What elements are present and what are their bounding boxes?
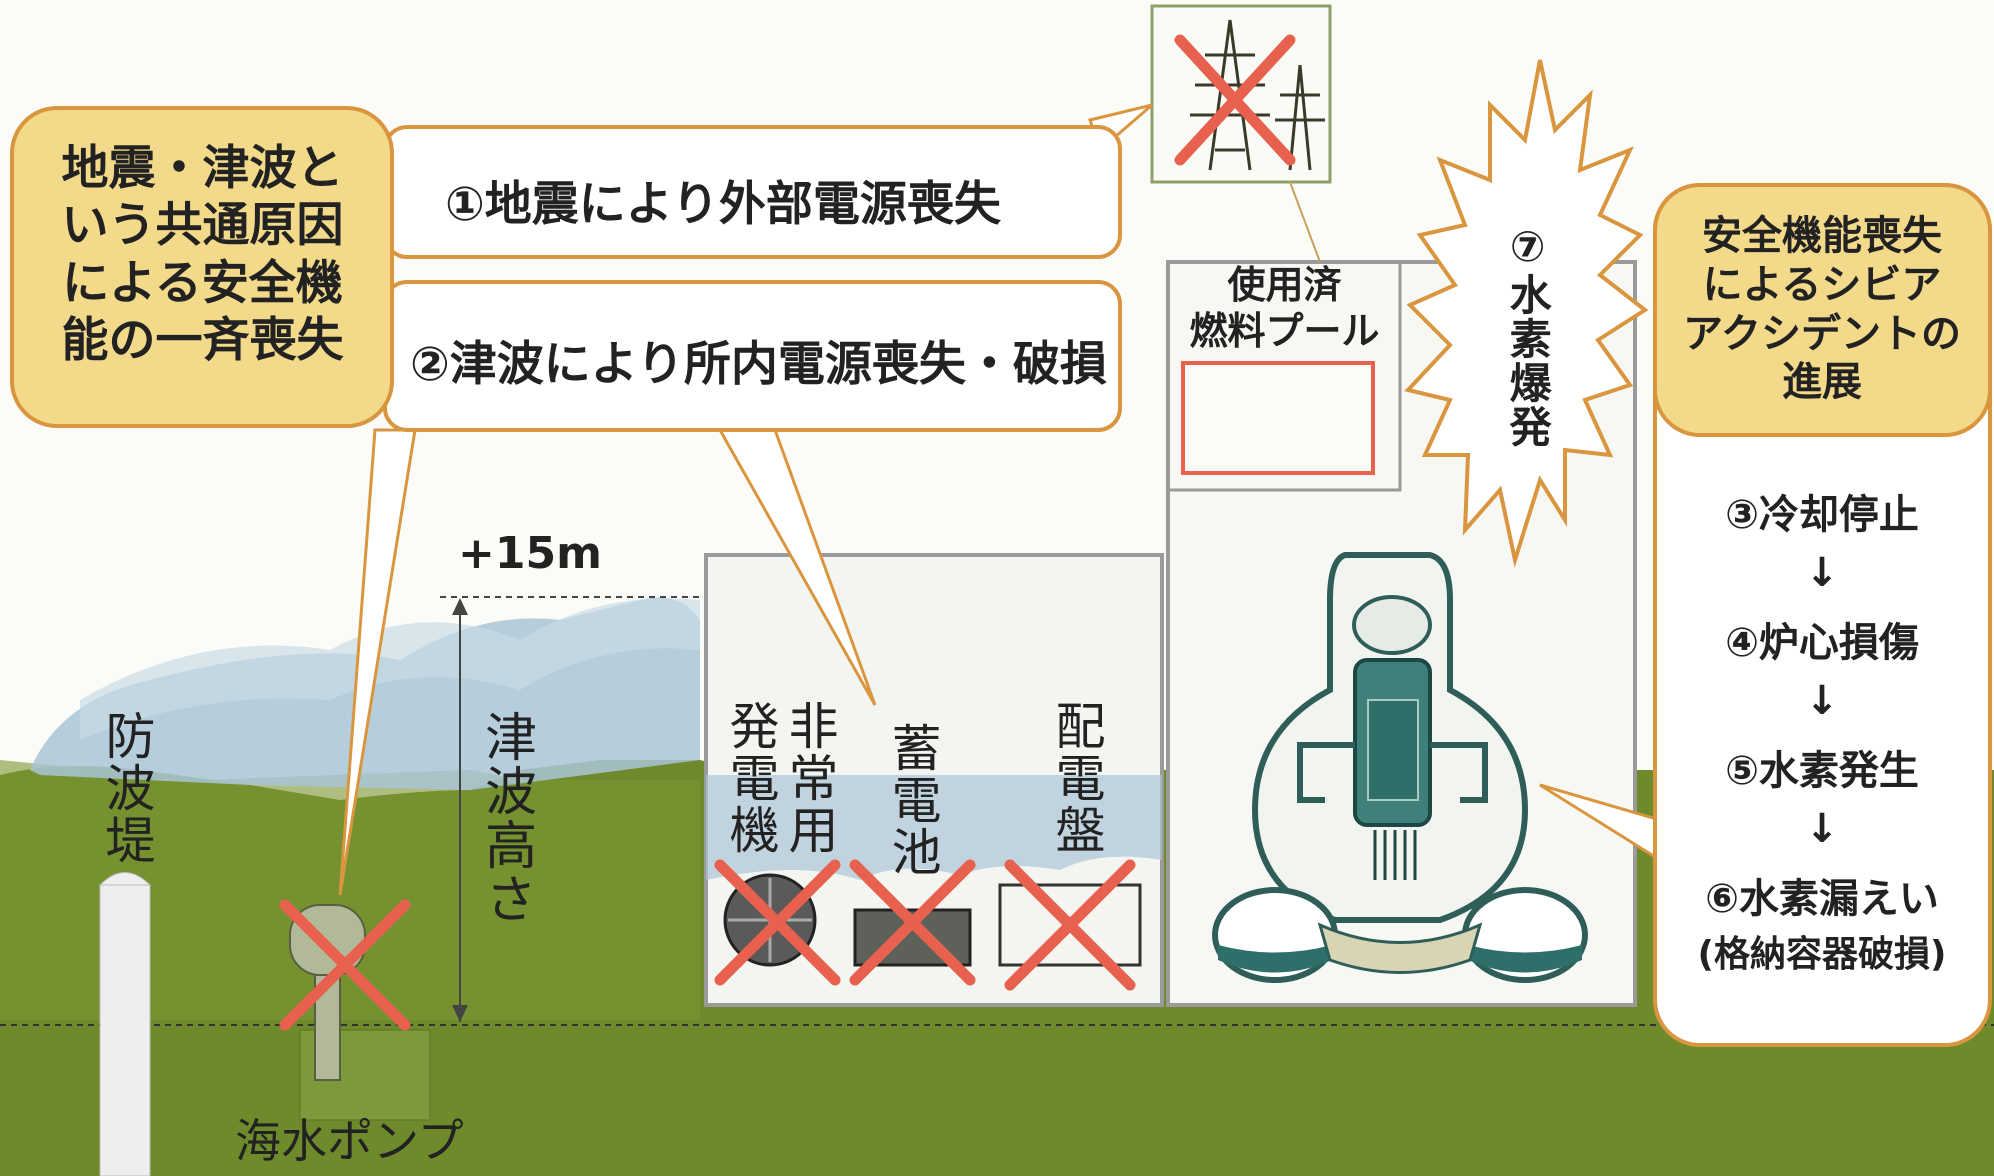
step-cooling-stop: ③冷却停止 — [1725, 492, 1919, 538]
seawater-pump-label: 海水ポンプ — [235, 1114, 464, 1168]
tsunami-height-value: +15m — [458, 528, 602, 579]
breakwater-cap — [98, 872, 152, 886]
callout-external-power: ①地震により外部電源喪失 — [445, 177, 1001, 232]
generator-label-col2: 発電機 — [721, 700, 780, 856]
progression-steps: ③冷却停止 ↓ ④炉心損傷 ↓ ⑤水素発生 ↓ ⑥水素漏えい (格納容器破損) — [1662, 495, 1982, 973]
cause-line: による安全機 — [62, 255, 343, 311]
explosion-label: ⑦水素爆発 — [1503, 222, 1553, 449]
spent-fuel-pool-label: 使用済 燃料プール — [1172, 262, 1397, 355]
cause-line: いう共通原因 — [61, 198, 344, 254]
step-note-containment-damage: (格納容器破損) — [1697, 934, 1947, 975]
progression-title-line: アクシデントの — [1683, 310, 1961, 357]
breakwater-label: 防波堤 — [97, 710, 156, 866]
explosion-burst — [1404, 59, 1649, 568]
progression-title-line: によるシビア — [1702, 261, 1942, 308]
rpv-dome — [1352, 595, 1432, 655]
power-tower-cross — [1174, 34, 1296, 166]
cause-line: 能の一斉喪失 — [61, 312, 344, 368]
height-arrow-head-top — [452, 598, 468, 615]
equipment-water — [706, 775, 1162, 880]
reactor-upper-wall — [1168, 260, 1402, 492]
tsunami-crest — [80, 598, 700, 740]
containment-base — [1317, 922, 1483, 974]
down-arrow-icon: ↓ — [1805, 806, 1839, 852]
hill — [0, 760, 700, 1020]
down-arrow-icon: ↓ — [1805, 550, 1839, 596]
pool-label-line: 使用済 — [1227, 263, 1342, 307]
progression-title-box — [1653, 183, 1992, 437]
cause-line: 地震・津波と — [61, 141, 344, 196]
battery-label: 蓄電池 — [883, 722, 942, 878]
equipment-crosses — [714, 859, 1136, 991]
cause-text: 地震・津波と いう共通原因 による安全機 能の一斉喪失 — [30, 140, 375, 369]
pump-cross — [279, 899, 411, 1031]
progression-title: 安全機能喪失 によるシビア アクシデントの 進展 — [1662, 212, 1982, 407]
step-hydrogen-leak: ⑥水素漏えい — [1705, 876, 1939, 922]
callout-internal-power: ②津波により所内電源喪失・破損 — [410, 337, 1107, 392]
tsunami-height-label: 津波高さ — [475, 710, 536, 926]
pool-label-line: 燃料プール — [1189, 309, 1380, 354]
spent-fuel-pool — [1181, 361, 1375, 475]
step-hydrogen-generation: ⑤水素発生 — [1725, 748, 1919, 794]
step-core-damage: ④炉心損傷 — [1725, 620, 1919, 666]
breakwater — [99, 884, 151, 1176]
switchboard-label: 配電盤 — [1047, 700, 1106, 856]
cause-box — [10, 106, 394, 428]
progression-title-line: 進展 — [1782, 359, 1862, 406]
down-arrow-icon: ↓ — [1805, 678, 1839, 724]
generator-label-col1: 非常用 — [780, 700, 839, 856]
height-arrow-head-bottom — [452, 1005, 468, 1022]
progression-title-line: 安全機能喪失 — [1702, 213, 1942, 259]
